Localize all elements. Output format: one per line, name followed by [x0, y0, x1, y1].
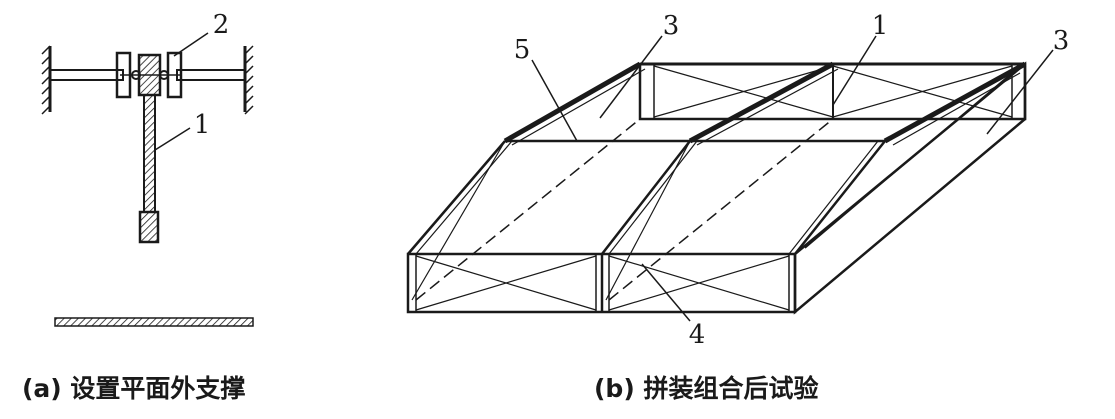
column-leader [154, 127, 191, 151]
column-base [138, 210, 160, 244]
label-column: 1 [194, 110, 211, 140]
label-3-right: 3 [1053, 26, 1070, 56]
chord-left [503, 61, 642, 144]
top-panel-inner-2 [608, 140, 698, 255]
leader-5 [531, 59, 578, 142]
top-panel [407, 139, 886, 301]
right-side-panel [793, 61, 1027, 315]
leader-4 [641, 263, 691, 322]
front-panel [406, 252, 797, 314]
top-mid-edge [601, 140, 691, 255]
label-5: 5 [514, 35, 531, 65]
hidden-left-bottom [415, 118, 641, 301]
left-brace-bar [49, 69, 124, 81]
top-right-edge [794, 140, 886, 255]
chord-right-thin [892, 72, 1021, 146]
panel-a-drawing [41, 32, 254, 327]
chord-middle-thin [696, 68, 839, 146]
front-cross-1b [415, 255, 597, 311]
left-clamp [115, 51, 132, 99]
top-panel-inner-1 [415, 140, 513, 255]
left-wall-hatch [41, 45, 51, 115]
right-side-inner [804, 72, 1013, 249]
column-shaft [143, 94, 156, 213]
right-brace-bar [176, 69, 246, 81]
leader-3-left [599, 35, 663, 119]
chord-middle [688, 61, 835, 144]
ground-plate [54, 317, 254, 327]
leader-1 [832, 35, 877, 106]
column-head [137, 53, 162, 97]
caption-a: (a) 设置平面外支撑 [22, 374, 245, 403]
panel-b-drawing [406, 35, 1054, 322]
label-brace: 2 [213, 10, 230, 40]
leader-3-right [986, 49, 1054, 135]
top-panel-inner-3 [788, 140, 879, 255]
back-cross-1b [653, 65, 834, 118]
label-1: 1 [872, 11, 889, 41]
caption-b: (b) 拼装组合后试验 [594, 374, 818, 403]
front-cross-2b [608, 255, 790, 311]
right-wall-hatch [244, 45, 254, 115]
top-brace-mid [605, 140, 691, 301]
brace-leader [173, 32, 209, 57]
hidden-mid-bottom [608, 118, 834, 301]
label-4: 4 [689, 320, 706, 350]
back-cross-2b [832, 65, 1013, 118]
label-3-left: 3 [663, 11, 680, 41]
top-brace-left [411, 140, 506, 301]
chord-right [883, 61, 1027, 144]
top-left-edge [407, 140, 506, 255]
chord-left-thin [511, 68, 646, 146]
